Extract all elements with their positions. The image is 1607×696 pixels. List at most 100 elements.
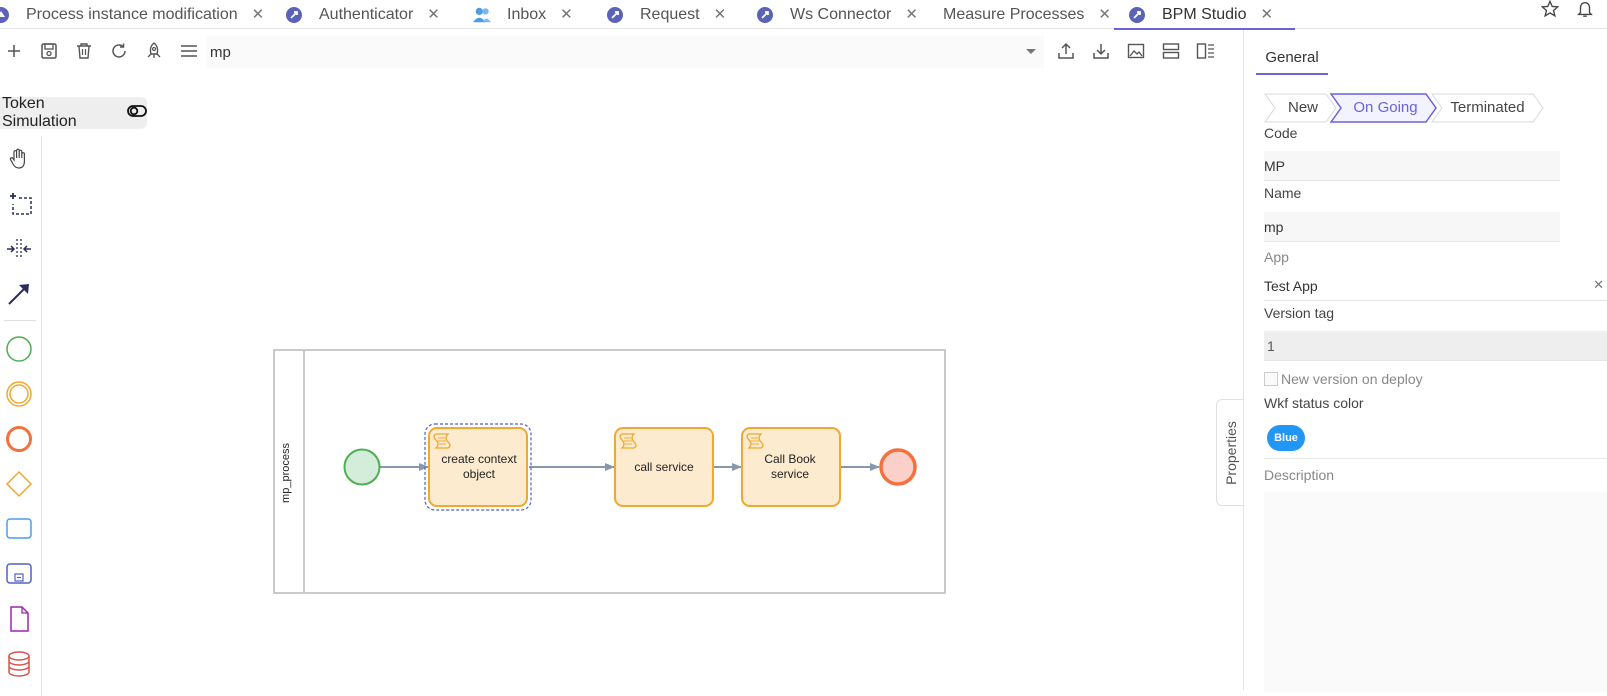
close-icon[interactable]: ✕ <box>1260 6 1274 23</box>
close-icon[interactable]: ✕ <box>713 6 727 23</box>
close-icon[interactable]: ✕ <box>560 6 573 23</box>
gateway-icon[interactable] <box>4 469 34 499</box>
description-label: Description <box>1264 467 1335 483</box>
plus-icon[interactable] <box>3 40 25 62</box>
space-tool-icon[interactable] <box>4 234 34 264</box>
deploy-rocket-icon[interactable] <box>143 40 165 62</box>
data-object-icon[interactable] <box>4 604 34 634</box>
layout-rows-icon[interactable] <box>1160 40 1182 62</box>
status-color-value: Blue <box>1274 432 1298 444</box>
step-terminated[interactable]: Terminated <box>1431 93 1544 123</box>
close-icon[interactable]: ✕ <box>905 6 918 23</box>
star-icon[interactable] <box>1540 0 1560 23</box>
task-label: Call Book <box>764 452 816 466</box>
status-color-badge[interactable]: Blue <box>1267 425 1305 451</box>
layout-columns-icon[interactable] <box>1195 40 1217 62</box>
name-field[interactable]: mp <box>1264 212 1560 242</box>
step-on-going[interactable]: On Going <box>1330 93 1437 123</box>
code-label: Code <box>1264 125 1298 141</box>
tab-ws-connector[interactable]: Ws Connector ✕ <box>756 0 918 29</box>
app-value: Test App <box>1264 277 1318 294</box>
upload-icon[interactable] <box>1055 40 1077 62</box>
lasso-tool-icon[interactable] <box>4 189 34 219</box>
bell-icon[interactable] <box>1577 0 1593 23</box>
step-label: Terminated <box>1450 99 1525 116</box>
task-label: object <box>463 467 496 481</box>
subprocess-icon[interactable] <box>4 559 34 589</box>
script-icon <box>433 433 451 449</box>
close-icon[interactable]: ✕ <box>427 6 440 23</box>
name-label: Name <box>1264 185 1302 201</box>
end-event-icon[interactable] <box>4 424 34 454</box>
script-icon <box>619 433 637 449</box>
globe-rocket-icon <box>1128 6 1146 24</box>
task-label: create context <box>441 452 517 466</box>
task-label: service <box>771 467 809 481</box>
tab-bpm-studio[interactable]: BPM Studio ✕ <box>1113 0 1296 30</box>
users-icon <box>473 6 491 24</box>
menu-icon[interactable] <box>178 40 200 62</box>
tab-bar: Process instance modification ✕ Authenti… <box>0 0 1607 30</box>
code-field[interactable]: MP <box>1264 151 1560 181</box>
end-event[interactable] <box>879 448 917 486</box>
tab-inbox[interactable]: Inbox ✕ <box>473 0 573 29</box>
refresh-icon[interactable] <box>108 40 130 62</box>
description-field[interactable] <box>1264 492 1607 692</box>
tab-label: Measure Processes <box>943 5 1085 23</box>
token-simulation-toggle[interactable]: Token Simulation <box>0 95 147 130</box>
chevron-down-icon[interactable] <box>1026 49 1036 54</box>
script-task-call-service[interactable]: call service <box>614 427 714 507</box>
properties-side-tab[interactable]: Properties <box>1216 399 1244 506</box>
intermediate-event-icon[interactable] <box>4 379 34 409</box>
modeler-toolbar: mp <box>0 34 1242 68</box>
process-icon <box>0 6 10 24</box>
close-icon[interactable]: ✕ <box>1098 6 1111 23</box>
app-select[interactable]: Test App ✕ <box>1264 271 1607 301</box>
tab-label: Request <box>640 5 700 23</box>
bpmn-diagram: mp_process create context object <box>272 348 952 605</box>
data-store-icon[interactable] <box>4 649 34 679</box>
tab-request[interactable]: Request ✕ <box>606 0 726 29</box>
tab-label: Process instance modification <box>26 5 238 23</box>
save-icon[interactable] <box>38 40 60 62</box>
properties-panel: General New On Going Terminated Code MP … <box>1243 30 1607 692</box>
properties-tab-label: Properties <box>1222 420 1239 485</box>
code-value: MP <box>1264 157 1285 174</box>
tab-label: Authenticator <box>319 5 414 23</box>
name-value: mp <box>1264 218 1284 235</box>
start-event[interactable] <box>343 448 381 486</box>
token-simulation-label: Token Simulation <box>2 95 77 130</box>
tab-measure-processes[interactable]: Measure Processes ✕ <box>943 0 1111 29</box>
start-event-icon[interactable] <box>4 334 34 364</box>
tab-general-label: General <box>1265 49 1319 66</box>
step-label: New <box>1287 99 1318 116</box>
script-icon <box>746 433 764 449</box>
step-label: On Going <box>1353 99 1418 116</box>
image-icon[interactable] <box>1125 40 1147 62</box>
tab-label: Ws Connector <box>790 5 892 23</box>
connect-tool-icon[interactable] <box>4 279 34 309</box>
tab-label: Inbox <box>507 5 547 23</box>
tab-process-instance-modification[interactable]: Process instance modification ✕ <box>0 0 264 29</box>
clear-icon[interactable]: ✕ <box>1593 277 1604 292</box>
tool-palette <box>0 136 42 696</box>
tab-label: BPM Studio <box>1162 5 1247 23</box>
step-new[interactable]: New <box>1264 93 1337 123</box>
trash-icon[interactable] <box>73 40 95 62</box>
close-icon[interactable]: ✕ <box>251 6 265 23</box>
task-icon[interactable] <box>4 514 34 544</box>
tab-general[interactable]: General <box>1256 42 1328 75</box>
new-version-checkbox[interactable] <box>1264 372 1278 386</box>
version-tag-label: Version tag <box>1264 305 1335 321</box>
globe-rocket-icon <box>285 6 303 24</box>
new-version-label: New version on deploy <box>1281 371 1423 387</box>
version-tag-value: 1 <box>1267 337 1275 354</box>
tab-authenticator[interactable]: Authenticator ✕ <box>285 0 440 29</box>
task-label: call service <box>634 460 694 474</box>
script-task-create-context-object[interactable]: create context object <box>424 423 532 511</box>
script-task-call-book-service[interactable]: Call Book service <box>741 427 841 507</box>
hand-tool-icon[interactable] <box>4 144 34 174</box>
download-icon[interactable] <box>1090 40 1112 62</box>
toggle-icon <box>127 104 147 123</box>
process-select[interactable]: mp <box>206 36 1044 68</box>
